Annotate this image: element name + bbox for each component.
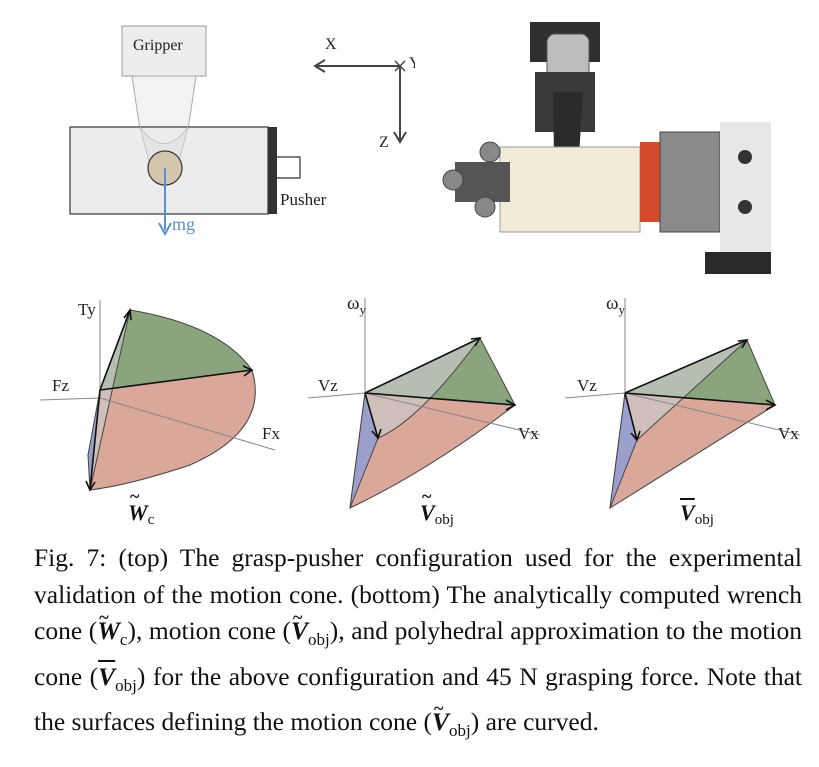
gripper-box (121, 25, 207, 77)
pusher-plate (268, 127, 277, 214)
motion-axis-up: ωy (347, 293, 367, 317)
poly-axis-right: Vx (778, 424, 799, 443)
wrench-axis-right: Fx (262, 424, 280, 443)
wrench-axis-left: Fz (52, 376, 69, 395)
grasp-pusher-schematic (69, 25, 301, 237)
axis-z-label: Z (379, 134, 389, 151)
figure-caption: Fig. 7: (top) The grasp-pusher configura… (34, 540, 802, 750)
poly-cone-label: Vobj (680, 500, 714, 528)
motion-gray-face (364, 337, 481, 439)
motion-cone-label: Vobj (420, 486, 454, 529)
motion-axis-right: Vx (518, 424, 539, 443)
caption-fig-number: Fig. 7: (34, 543, 107, 572)
coordinate-frame (313, 59, 407, 144)
wrench-red-face (89, 369, 256, 491)
caption-text-4: ) for the above configuration and 45 N g… (34, 661, 802, 737)
caption-text-2: ), motion cone ( (127, 616, 291, 645)
caption-text-1: (top) The grasp-pusher configuration use… (34, 543, 802, 645)
robot-setup-photo (415, 22, 771, 274)
polyhedral-cone-plot (564, 298, 801, 509)
motion-cone-plot (307, 298, 541, 509)
motion-axis-left: Vz (318, 376, 338, 395)
poly-axis-left: Vz (577, 376, 597, 395)
wrench-cone-label: Wc (128, 486, 154, 529)
wrench-cone-plot (39, 300, 276, 492)
gripper-label: Gripper (133, 37, 183, 54)
axis-x-label: X (325, 36, 337, 53)
caption-text-3: ), and polyhedral approximation to the m… (34, 616, 802, 691)
pusher-handle (277, 156, 301, 179)
caption-text-5: ) are curved. (470, 707, 599, 737)
pusher-label: Pusher (280, 190, 327, 209)
axis-y-label: Y (409, 55, 421, 72)
wrench-green-face (99, 309, 253, 391)
poly-axis-up: ωy (606, 293, 626, 317)
wrench-axis-up: Ty (78, 300, 96, 319)
mg-label: mg (172, 214, 196, 234)
